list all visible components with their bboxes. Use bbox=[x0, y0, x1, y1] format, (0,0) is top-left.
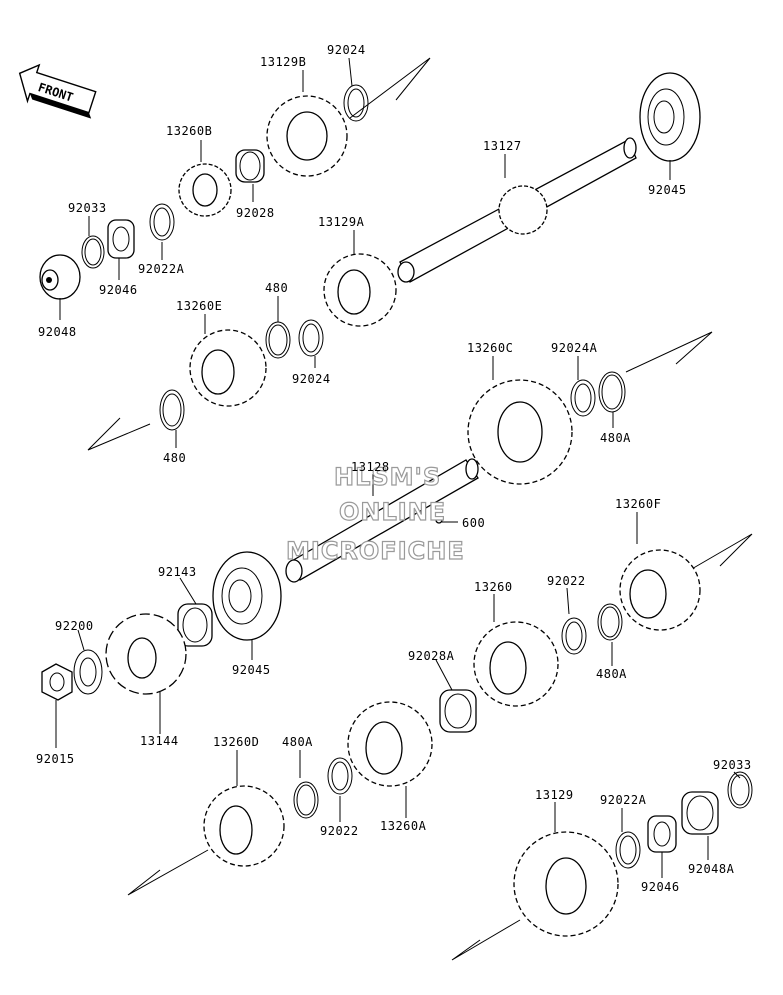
part-label: 92033 bbox=[68, 201, 107, 215]
part-label: 92028A bbox=[408, 649, 455, 663]
shaft-13127 bbox=[397, 137, 637, 283]
part-label: 92033 bbox=[713, 758, 752, 772]
gear-13260D bbox=[203, 785, 285, 867]
part-label: 480 bbox=[163, 451, 186, 465]
watermark: HLSM'S ONLINE MICROFICHE bbox=[285, 462, 465, 565]
part-label: 13260F bbox=[615, 497, 661, 511]
part-label: 600 bbox=[462, 516, 485, 530]
part-label: 92024 bbox=[292, 372, 331, 386]
gear-13260B bbox=[178, 163, 232, 217]
gear-13260F bbox=[619, 549, 701, 631]
part-label: 13260A bbox=[380, 819, 427, 833]
circlip-92033-lower bbox=[727, 771, 753, 809]
part-label: 13129 bbox=[535, 788, 574, 802]
sprocket-13144 bbox=[105, 613, 187, 695]
part-label: 92015 bbox=[36, 752, 75, 766]
part-label: 92024A bbox=[551, 341, 598, 355]
circlip-480A-top bbox=[598, 371, 626, 413]
gear-13129A bbox=[323, 253, 397, 327]
needle-bearing-92046 bbox=[107, 219, 135, 259]
circlip-480-mid bbox=[265, 321, 291, 359]
leader-lines bbox=[55, 57, 741, 878]
circlip-92033 bbox=[81, 235, 105, 269]
part-label: 13260D bbox=[213, 735, 259, 749]
part-label: 13260 bbox=[474, 580, 513, 594]
bearing-92045-top bbox=[639, 72, 701, 162]
part-labels: 13129B 92024 13260B 92028 92033 92022A 9… bbox=[36, 43, 752, 894]
part-label: 13260B bbox=[166, 124, 212, 138]
gear-13260A bbox=[347, 701, 433, 787]
collar-92048 bbox=[39, 254, 81, 300]
washer-92024-top bbox=[343, 84, 369, 122]
lockwasher-92200 bbox=[73, 649, 103, 695]
circlip-480-low bbox=[159, 389, 185, 431]
washer-92024-mid bbox=[298, 319, 324, 357]
part-label: 13129A bbox=[318, 215, 365, 229]
washer-92022-right bbox=[561, 617, 587, 655]
washer-92022A-lower bbox=[615, 831, 641, 869]
gear-13129B bbox=[266, 95, 348, 177]
part-label: 92045 bbox=[648, 183, 687, 197]
front-arrow-icon: FRONT bbox=[18, 63, 97, 119]
part-label: 13129B bbox=[260, 55, 306, 69]
washer-92022A bbox=[149, 203, 175, 241]
watermark-line-2: ONLINE bbox=[339, 498, 446, 526]
needle-bearing-92046-lower bbox=[647, 815, 677, 853]
part-label: 92045 bbox=[232, 663, 271, 677]
part-label: 480A bbox=[596, 667, 627, 681]
part-label: 92028 bbox=[236, 206, 275, 220]
circlip-480A-right bbox=[597, 603, 623, 641]
part-label: 92046 bbox=[641, 880, 680, 894]
part-label: 92143 bbox=[158, 565, 197, 579]
washer-92022-lower bbox=[327, 757, 353, 795]
part-label: 92022A bbox=[138, 262, 185, 276]
gear-13129 bbox=[513, 831, 619, 937]
part-label: 13260C bbox=[467, 341, 513, 355]
part-label: 92200 bbox=[55, 619, 94, 633]
watermark-line-1: HLSM'S bbox=[334, 463, 441, 491]
watermark-line-3: MICROFICHE bbox=[286, 537, 465, 565]
collar-92143 bbox=[177, 603, 213, 647]
part-label: 92048 bbox=[38, 325, 77, 339]
gear-13260 bbox=[473, 621, 559, 707]
bearing-92045-mid bbox=[212, 551, 282, 641]
circlip-480A-lower bbox=[293, 781, 319, 819]
gear-13260E bbox=[189, 329, 267, 407]
axis-lines bbox=[87, 57, 753, 961]
part-label: 480 bbox=[265, 281, 288, 295]
part-label: 480A bbox=[600, 431, 631, 445]
part-label: 13260E bbox=[176, 299, 222, 313]
part-label: 92046 bbox=[99, 283, 138, 297]
shaft-13128 bbox=[285, 458, 479, 583]
washer-92024A bbox=[570, 379, 596, 417]
part-label: 13127 bbox=[483, 139, 522, 153]
bushing-92028 bbox=[235, 149, 265, 183]
part-label: 92022A bbox=[600, 793, 647, 807]
part-label: 13128 bbox=[351, 460, 390, 474]
part-label: 92022 bbox=[547, 574, 586, 588]
bushing-92028A bbox=[439, 689, 477, 733]
gear-13260C bbox=[467, 379, 573, 485]
part-label: 13144 bbox=[140, 734, 179, 748]
collar-92048A bbox=[681, 791, 719, 835]
part-label: 92048A bbox=[688, 862, 735, 876]
part-label: 92022 bbox=[320, 824, 359, 838]
nut-92015 bbox=[41, 663, 73, 701]
part-label: 92024 bbox=[327, 43, 366, 57]
part-label: 480A bbox=[282, 735, 313, 749]
